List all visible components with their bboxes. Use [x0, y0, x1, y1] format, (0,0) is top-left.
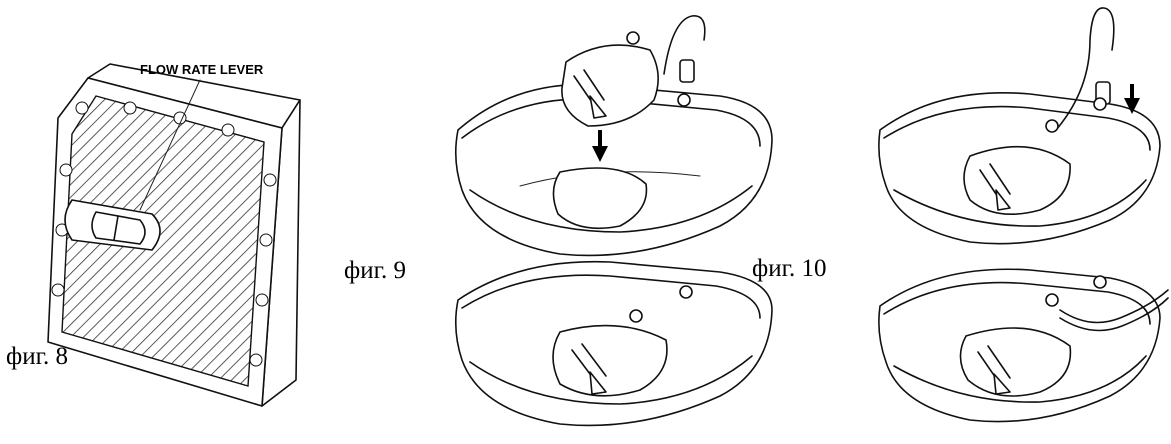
figure-10-bottom-fountain: [878, 268, 1169, 423]
figure-8-label: фиг. 8: [6, 343, 68, 370]
figure-10-label: фиг. 10: [752, 255, 827, 282]
figure-9-bottom-fountain: [454, 260, 773, 427]
pump-illustration: FLOW RATE LEVER: [47, 62, 301, 407]
figure-10-top-fountain: [878, 7, 1161, 245]
figure-9-top-fountain: [454, 15, 773, 257]
figure-9-label: фиг. 9: [344, 257, 406, 284]
flow-rate-lever-callout: FLOW RATE LEVER: [140, 62, 264, 77]
